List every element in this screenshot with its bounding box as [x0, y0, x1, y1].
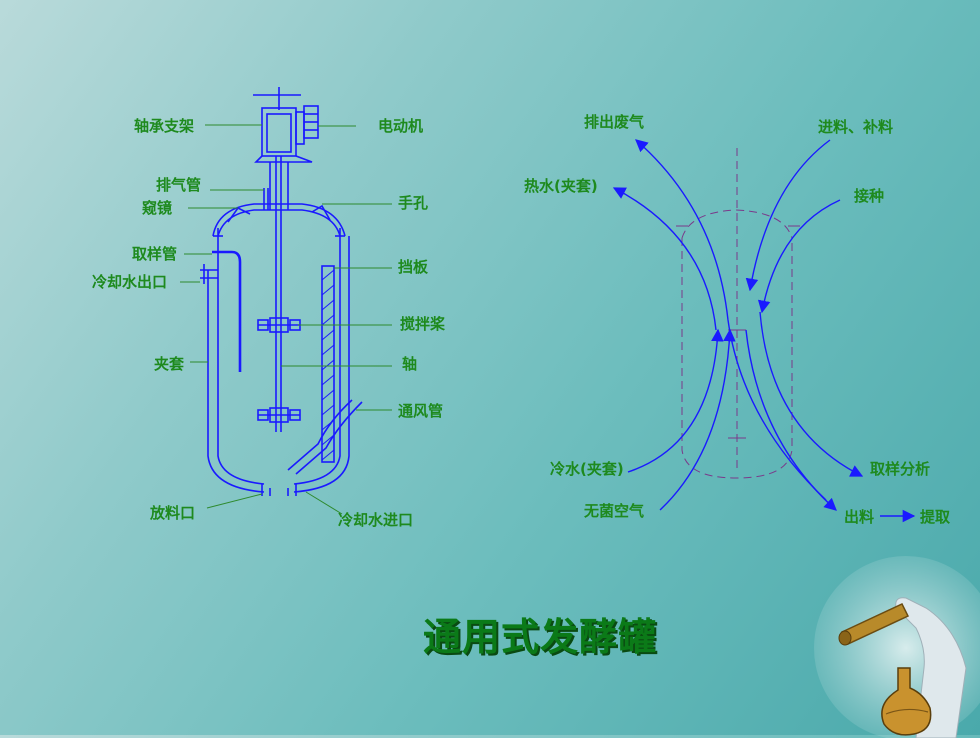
label-sampling-analysis: 取样分析 — [870, 460, 931, 478]
vessel-jacket-right — [293, 236, 350, 493]
label-cooling-water-inlet: 冷却水进口 — [338, 511, 414, 529]
vessel-outline-dashed — [681, 148, 793, 479]
flow-cold-water — [627, 328, 724, 473]
flow-exhaust — [635, 139, 827, 501]
label-discharge-port: 放料口 — [150, 504, 196, 522]
label-jacket: 夹套 — [154, 355, 185, 373]
impeller-upper — [257, 317, 301, 333]
flow-sterile-air — [659, 328, 736, 511]
label-shaft: 轴 — [402, 355, 418, 373]
impeller-lower — [257, 407, 301, 423]
flow-hot-water — [612, 187, 717, 331]
flow-output — [745, 329, 837, 511]
label-sight-glass: 窥镜 — [142, 199, 173, 217]
flow-sampling — [759, 311, 864, 477]
label-sterile-air: 无菌空气 — [584, 502, 645, 520]
flow-feed — [745, 139, 831, 292]
label-air-pipe: 通风管 — [398, 402, 444, 420]
label-hot-water-jacket: 热水(夹套) — [524, 177, 598, 195]
sampling-pipe-shape — [212, 250, 242, 372]
vessel-dome — [217, 209, 341, 237]
label-sampling-pipe: 取样管 — [132, 245, 178, 263]
label-cold-water-jacket: 冷水(夹套) — [550, 460, 624, 478]
label-hand-hole: 手孔 — [398, 194, 429, 212]
label-exhaust-pipe: 排气管 — [156, 176, 202, 194]
label-exhaust-gas: 排出废气 — [584, 113, 645, 131]
label-cooling-water-outlet: 冷却水出口 — [92, 273, 168, 291]
vessel-jacket-left — [207, 270, 265, 493]
flow-inoculation — [757, 199, 841, 314]
label-output: 出料 — [844, 508, 875, 526]
baffle-shape — [321, 265, 335, 463]
slide-title: 通用式发酵罐 — [422, 615, 657, 659]
flow-lines — [612, 139, 916, 523]
label-baffle: 挡板 — [398, 258, 429, 276]
label-motor: 电动机 — [378, 117, 424, 135]
label-inoculation: 接种 — [854, 187, 885, 205]
label-bearing-bracket: 轴承支架 — [134, 117, 195, 135]
air-pipe-shape — [287, 399, 353, 471]
lab-flask-icon — [814, 556, 980, 738]
label-extraction: 提取 — [920, 508, 951, 526]
label-feed-supplement: 进料、补料 — [818, 118, 894, 136]
label-impeller: 搅拌桨 — [400, 315, 446, 333]
